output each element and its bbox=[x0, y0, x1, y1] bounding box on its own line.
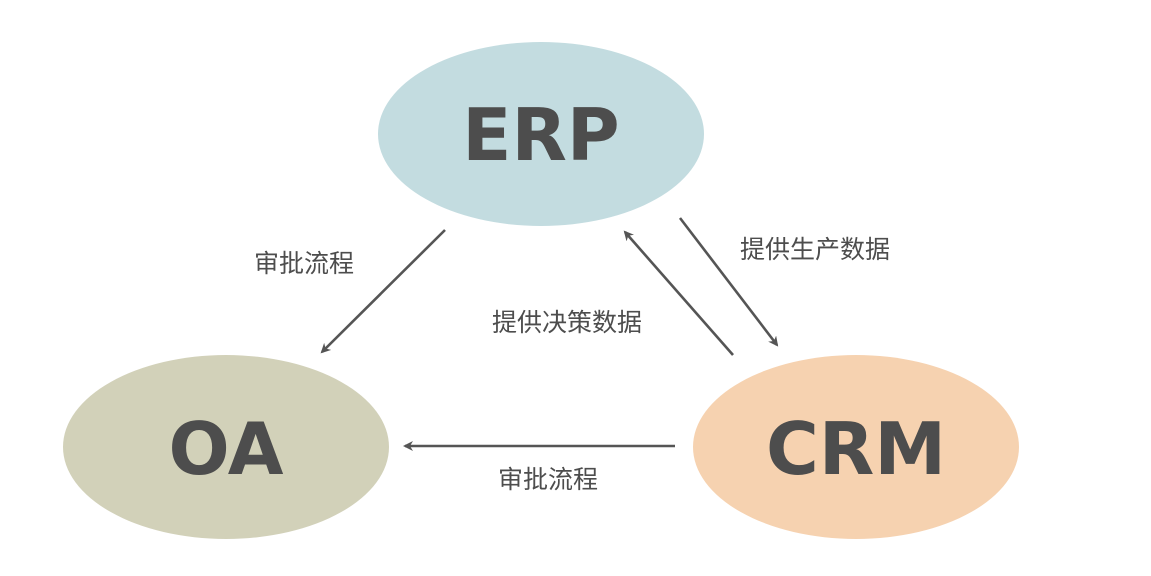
edge-crm-to-erp: 提供决策数据 bbox=[492, 230, 734, 356]
node-crm[interactable]: CRM bbox=[693, 355, 1019, 539]
erp-ellipse bbox=[378, 42, 704, 226]
edge-label-crm-to-oa: 审批流程 bbox=[498, 465, 598, 494]
edge-erp-to-oa: 审批流程 bbox=[254, 229, 446, 354]
oa-label: OA bbox=[169, 407, 284, 491]
arrow-erp-to-crm bbox=[678, 217, 779, 347]
crm-ellipse bbox=[693, 355, 1019, 539]
node-erp[interactable]: ERP bbox=[378, 42, 704, 226]
edge-erp-to-crm: 提供生产数据 bbox=[678, 217, 890, 347]
arrow-crm-to-erp bbox=[623, 230, 734, 356]
erp-label: ERP bbox=[462, 93, 619, 177]
edge-label-crm-to-erp: 提供决策数据 bbox=[492, 308, 642, 337]
crm-label: CRM bbox=[766, 407, 946, 491]
edge-label-erp-to-crm: 提供生产数据 bbox=[740, 235, 890, 264]
oa-ellipse bbox=[63, 355, 389, 539]
edge-label-erp-to-oa: 审批流程 bbox=[254, 249, 354, 278]
arrow-erp-to-oa bbox=[320, 229, 446, 354]
node-oa[interactable]: OA bbox=[63, 355, 389, 539]
edge-crm-to-oa: 审批流程 bbox=[403, 441, 675, 494]
